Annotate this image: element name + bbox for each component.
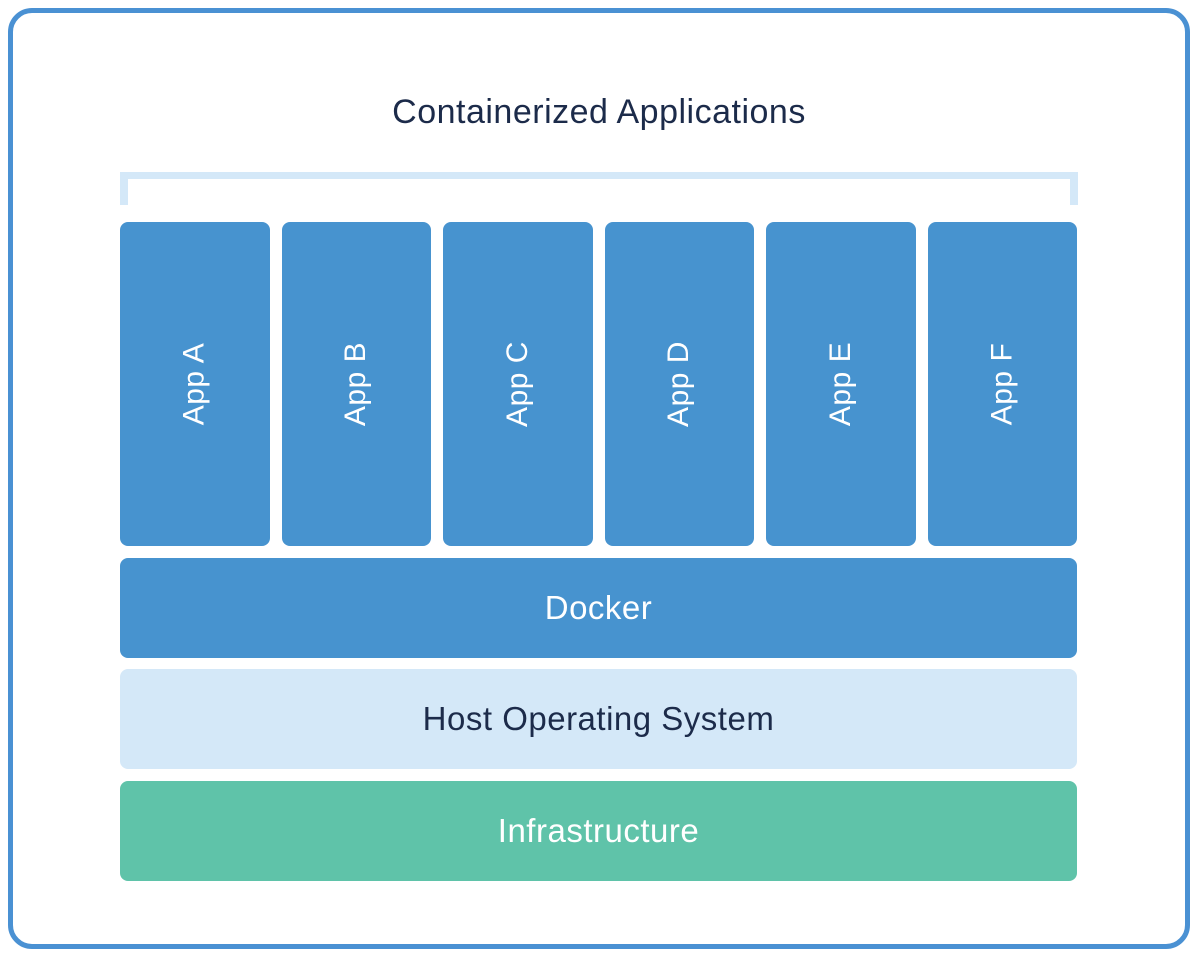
containerized-apps-bracket — [120, 172, 1078, 205]
app-containers-row: App A App B App C App D App E App F — [120, 222, 1077, 546]
container-app-f: App F — [927, 222, 1077, 546]
app-f-label: App F — [985, 342, 1019, 426]
app-d-label: App D — [662, 341, 696, 427]
diagram-title: Containerized Applications — [392, 93, 806, 131]
container-app-a: App A — [120, 222, 270, 546]
app-e-label: App E — [823, 341, 857, 427]
container-app-d: App D — [604, 222, 754, 546]
infrastructure-layer: Infrastructure — [120, 781, 1077, 881]
app-c-label: App C — [500, 341, 534, 427]
app-b-label: App B — [339, 341, 373, 427]
container-app-b: App B — [281, 222, 431, 546]
container-app-e: App E — [766, 222, 916, 546]
host-os-layer: Host Operating System — [120, 669, 1077, 769]
app-a-label: App A — [177, 342, 211, 426]
docker-layer: Docker — [120, 558, 1077, 658]
container-app-c: App C — [443, 222, 593, 546]
